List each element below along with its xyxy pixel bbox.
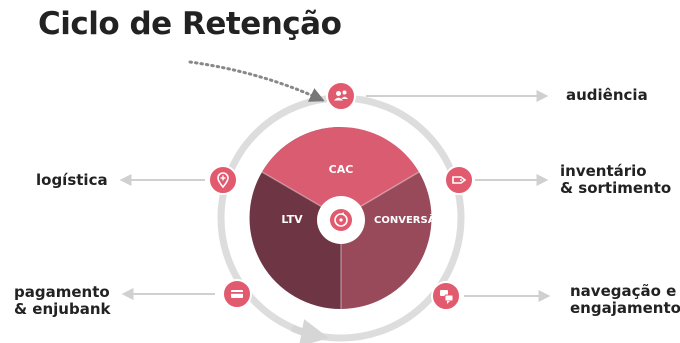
label-logistica-line-1: logística: [36, 171, 108, 189]
label-navegacao-line-2: engajamento: [570, 299, 680, 317]
pie-slice-conversao: [341, 172, 432, 309]
pie-chart: CAC CONVERSÃO LTV: [249, 127, 444, 310]
cycle-icon: [330, 209, 352, 231]
label-pagamento: pagamento & enjubank: [14, 284, 111, 318]
label-navegacao: navegação e engajamento: [570, 283, 680, 317]
label-pagamento-line-2: & enjubank: [14, 300, 111, 318]
label-inventario-line-1: inventário: [560, 162, 647, 180]
page-title: Ciclo de Retenção: [38, 6, 342, 42]
label-inventario-line-2: & sortimento: [560, 179, 672, 197]
pie-slice-ltv-lower: [249, 172, 341, 310]
pie-label-conversao: CONVERSÃO: [374, 213, 444, 226]
label-audiencia: audiência: [566, 87, 648, 104]
pie-label-ltv: LTV: [281, 213, 303, 226]
credit-card-icon[interactable]: [222, 279, 252, 309]
chat-icon[interactable]: [431, 281, 461, 311]
label-audiencia-line-1: audiência: [566, 86, 648, 104]
ring-arrow: [290, 319, 330, 343]
users-icon[interactable]: [326, 81, 356, 111]
map-pin-icon[interactable]: [208, 165, 238, 195]
pie-label-cac: CAC: [329, 163, 354, 176]
label-pagamento-line-1: pagamento: [14, 283, 110, 301]
title-pointer-arrow: [188, 60, 325, 102]
label-navegacao-line-1: navegação e: [570, 282, 677, 300]
tag-icon[interactable]: [444, 165, 474, 195]
pie-slice-cac: [262, 127, 419, 218]
label-logistica: logística: [36, 172, 108, 189]
label-inventario: inventário & sortimento: [560, 163, 671, 197]
